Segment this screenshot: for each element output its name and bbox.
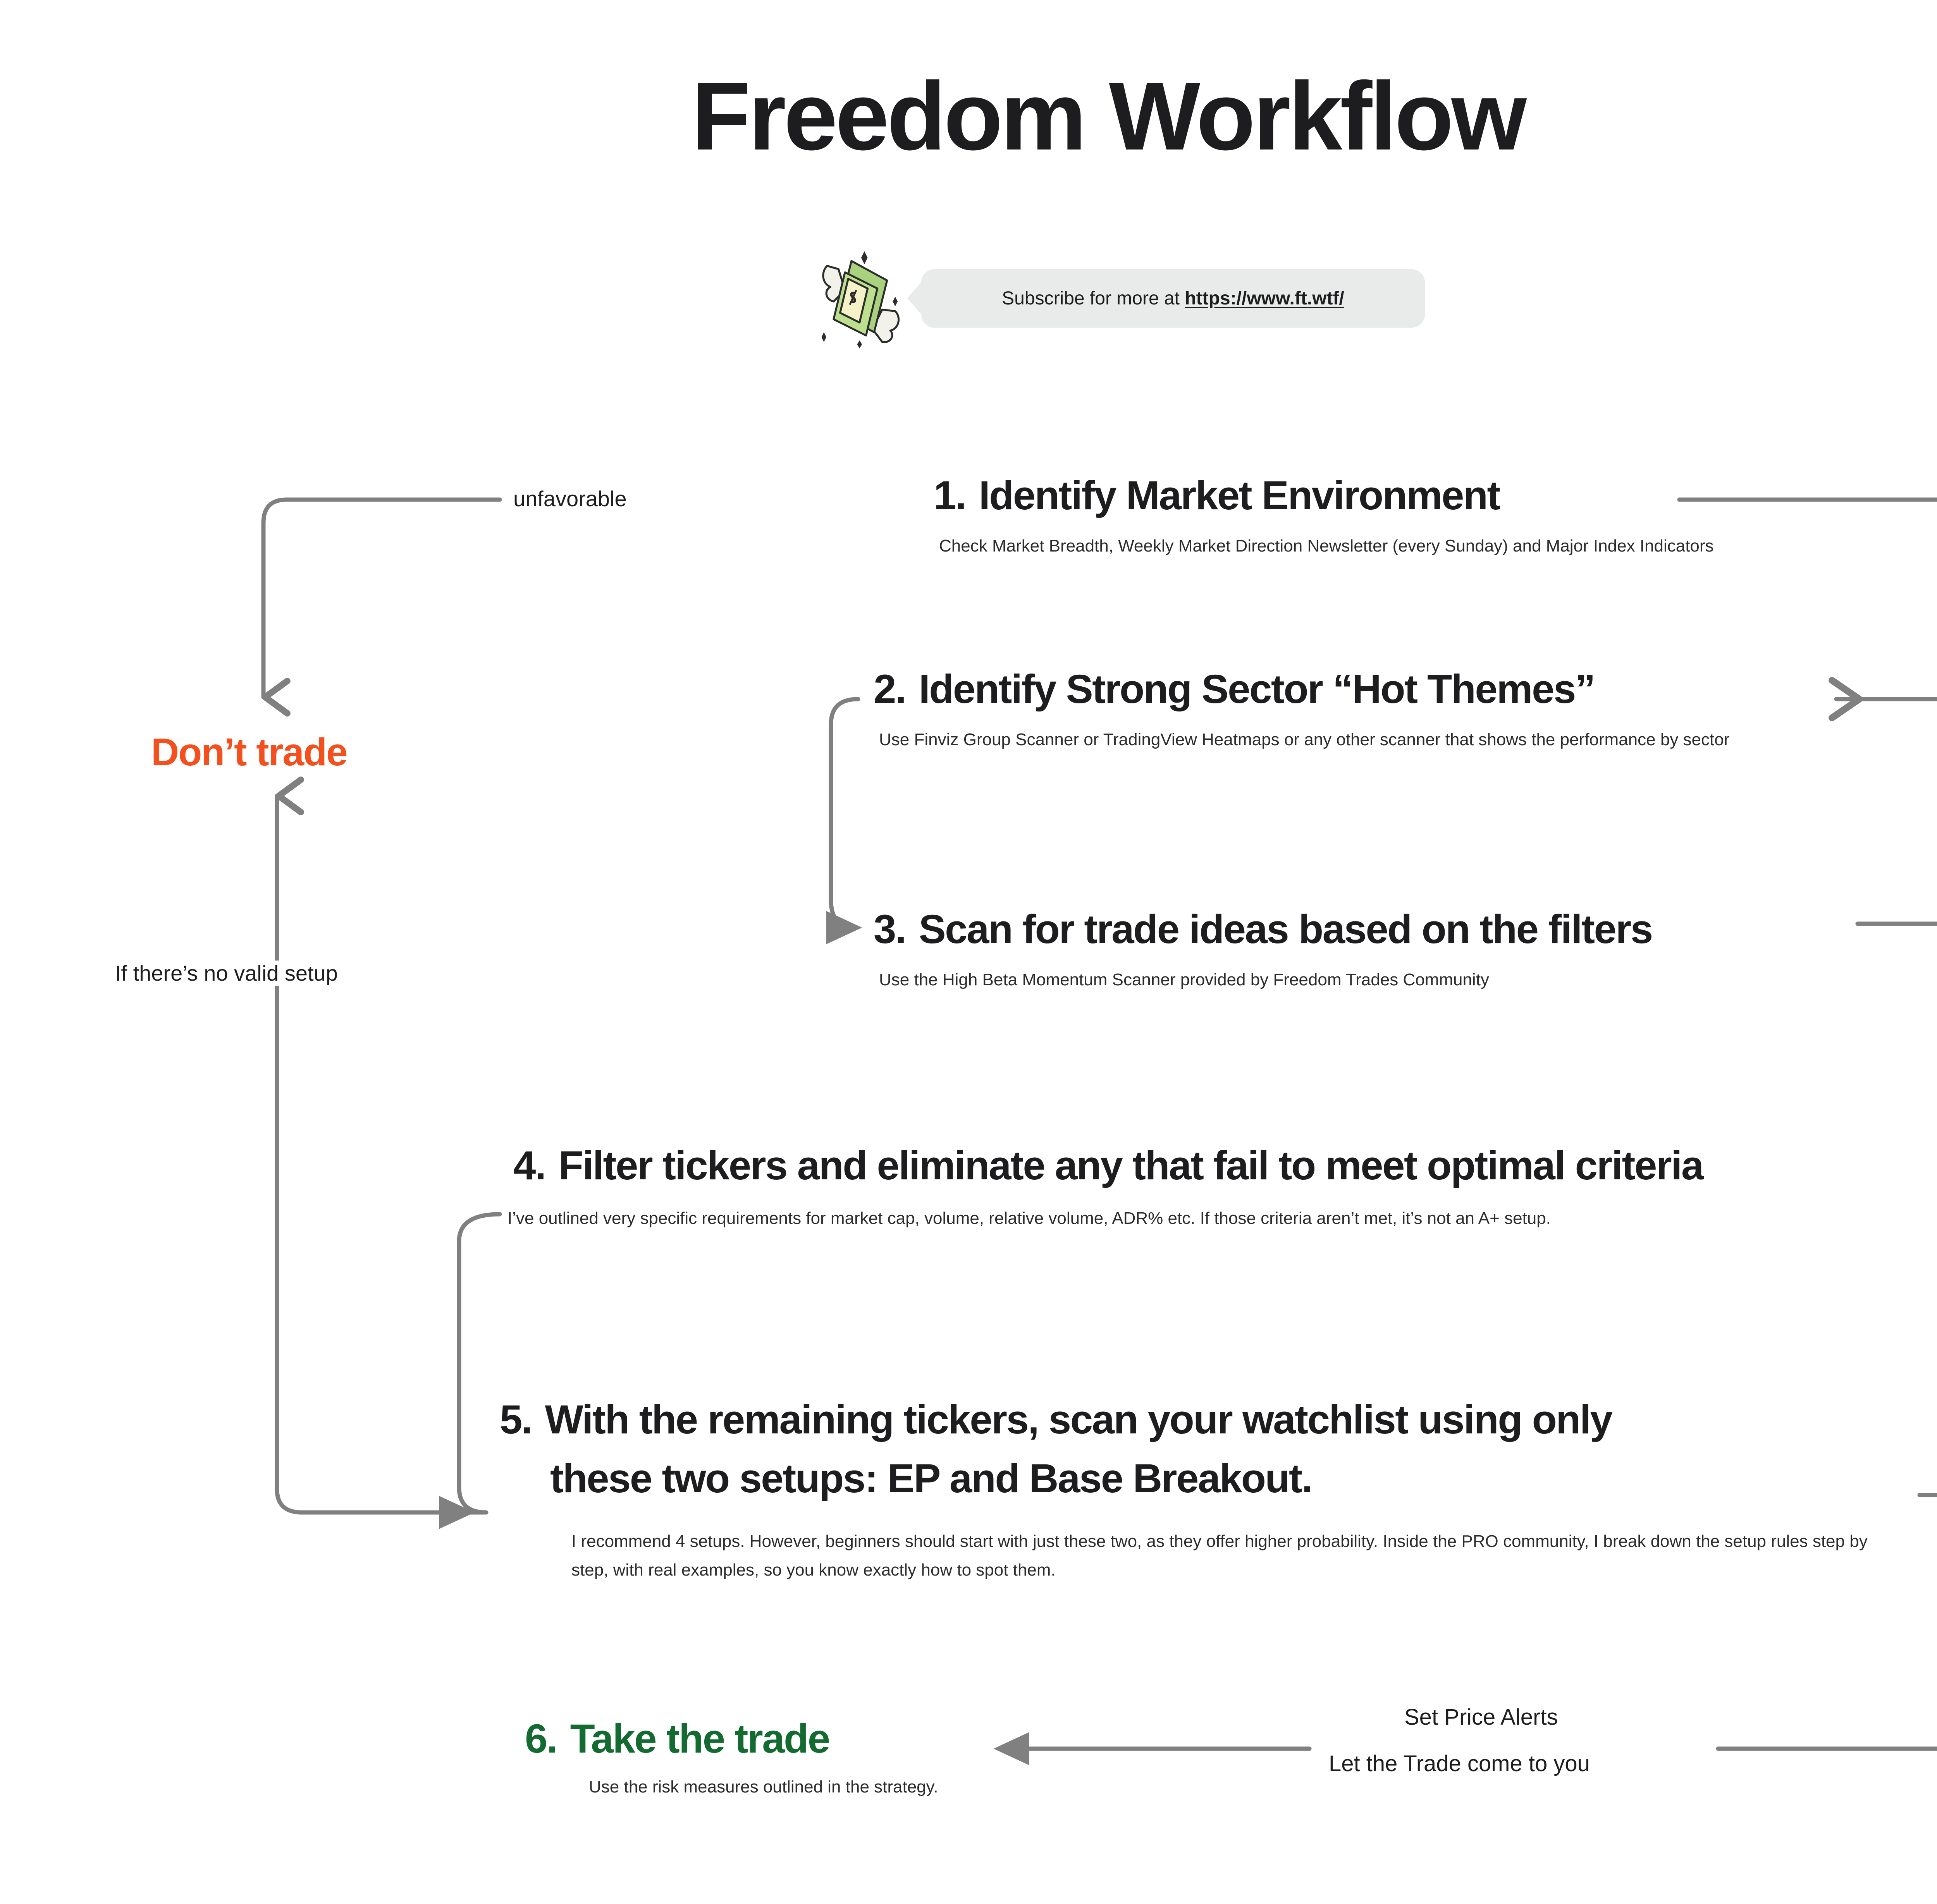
wire-unfavorable (261, 497, 502, 717)
subscribe-text: Subscribe for more at https://www.ft.wtf… (1002, 288, 1344, 309)
step-6-heading: 6. Take the trade (525, 1716, 938, 1762)
page-title: Freedom Workflow (692, 62, 1527, 170)
wire-step2-step3 (826, 697, 862, 944)
subscribe-prefix: Subscribe for more at (1002, 288, 1185, 309)
step-4-heading: 4. Filter tickers and eliminate any that… (513, 1143, 1704, 1189)
step-6-title: Take the trade (570, 1716, 831, 1761)
step-1-title: Identify Market Environment (979, 473, 1501, 518)
step-4-title: Filter tickers and eliminate any that fa… (558, 1143, 1704, 1188)
step-2-title: Identify Strong Sector “Hot Themes” (919, 667, 1596, 712)
step-1-heading: 1. Identify Market Environment (934, 473, 1714, 519)
step-4-description: I’ve outlined very specific requirements… (507, 1209, 1551, 1228)
step-1-number: 1. (934, 473, 967, 518)
label-set-price-alerts: Set Price Alerts (1404, 1705, 1558, 1730)
label-dont-trade: Don’t trade (151, 730, 348, 774)
step-4: 4. Filter tickers and eliminate any that… (507, 1143, 1704, 1232)
step-5-title-line2: these two setups: EP and Base Breakout. (550, 1456, 1313, 1502)
step-3-heading: 3. Scan for trade ideas based on the fil… (874, 906, 1653, 953)
step-5-description: I recommend 4 setups. However, beginners… (571, 1531, 1868, 1580)
step-5-title-line1: With the remaining tickers, scan your wa… (545, 1397, 1613, 1442)
step-3-description: Use the High Beta Momentum Scanner provi… (879, 970, 1489, 989)
step-5-heading: 5. With the remaining tickers, scan your … (500, 1390, 1933, 1509)
step-5-number: 5. (500, 1397, 533, 1442)
money-with-wings-icon (821, 251, 900, 349)
step-6: 6. Take the trade Use the risk measures … (525, 1716, 938, 1800)
label-unfavorable: unfavorable (513, 486, 627, 511)
subscribe-bubble: Subscribe for more at https://www.ft.wtf… (921, 269, 1425, 328)
wire-step4-step5-a (455, 1212, 502, 1515)
step-5: 5. With the remaining tickers, scan your … (500, 1390, 1933, 1585)
wire-no-valid-setup (275, 776, 461, 1515)
step-4-number: 4. (513, 1143, 546, 1188)
subscribe-callout: Subscribe for more at https://www.ft.wtf… (817, 248, 1425, 349)
step-2-number: 2. (874, 667, 907, 712)
step-6-description: Use the risk measures outlined in the st… (589, 1777, 938, 1796)
label-no-valid-setup: If there’s no valid setup (110, 961, 342, 986)
step-6-number: 6. (525, 1716, 558, 1761)
subscribe-link[interactable]: https://www.ft.wtf/ (1185, 288, 1344, 309)
step-2: 2. Identify Strong Sector “Hot Themes” U… (874, 666, 1729, 753)
step-3: 3. Scan for trade ideas based on the fil… (874, 906, 1653, 993)
step-2-heading: 2. Identify Strong Sector “Hot Themes” (874, 666, 1729, 713)
step-1-description: Check Market Breadth, Weekly Market Dire… (939, 536, 1714, 555)
label-let-trade-come-to-you: Let the Trade come to you (1329, 1751, 1590, 1776)
wire-step3-step4 (1855, 921, 1937, 926)
step-3-number: 3. (874, 907, 907, 952)
step-2-description: Use Finviz Group Scanner or TradingView … (879, 730, 1730, 749)
step-1: 1. Identify Market Environment Check Mar… (934, 473, 1714, 559)
step-3-title: Scan for trade ideas based on the filter… (919, 907, 1653, 952)
